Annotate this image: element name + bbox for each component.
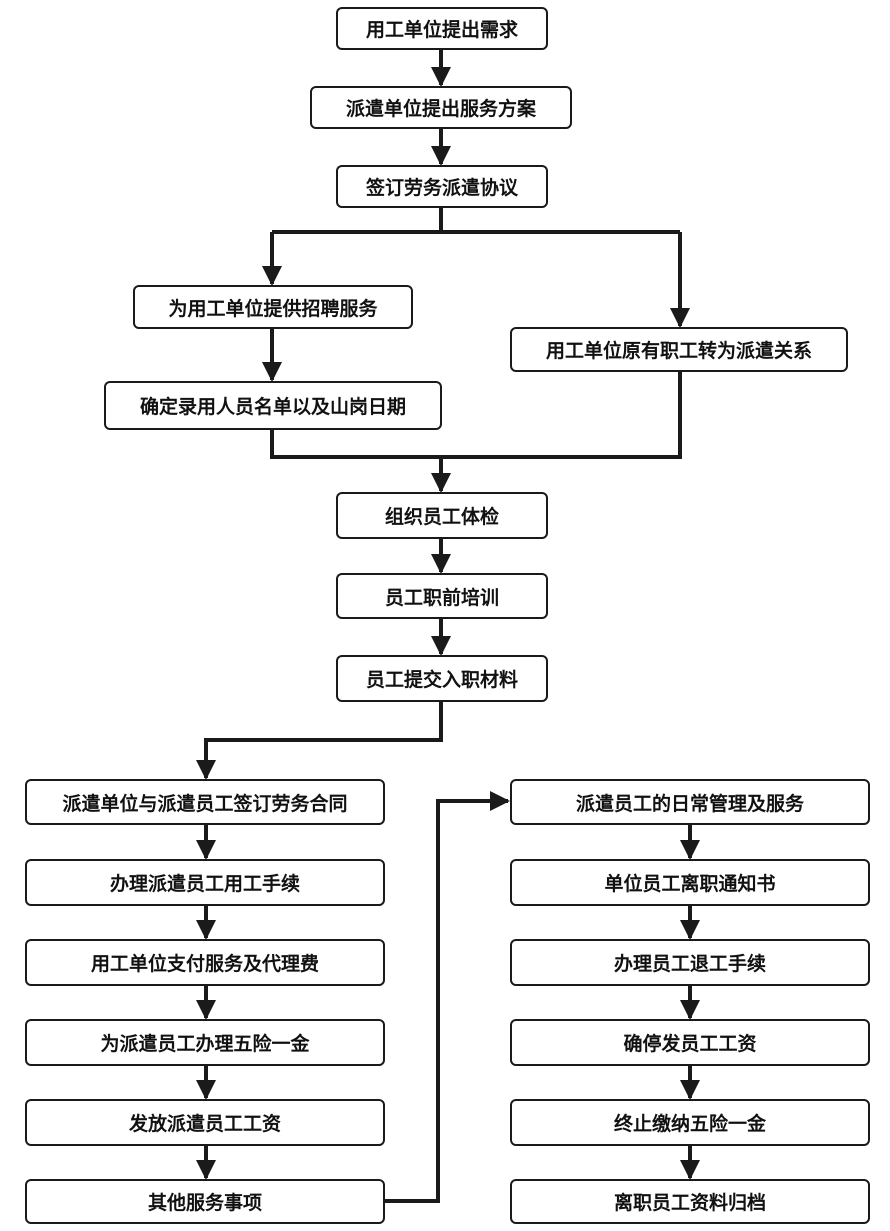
- step-pre-job-training: 员工职前培训: [336, 573, 548, 619]
- step-pay-service-fee: 用工单位支付服务及代理费: [25, 939, 385, 986]
- arrow-s9-l1: [196, 701, 443, 780]
- step-recruitment-service: 为用工单位提供招聘服务: [133, 285, 413, 329]
- step-confirm-hiring-list: 确定录用人员名单以及山岗日期: [104, 381, 442, 430]
- step-health-check: 组织员工体检: [336, 492, 548, 539]
- step-other-services: 其他服务事项: [25, 1179, 385, 1224]
- step-exit-procedures: 办理员工退工手续: [510, 939, 870, 986]
- step-sign-labor-contract: 派遣单位与派遣员工签订劳务合同: [25, 779, 385, 825]
- step-submit-onboarding-docs: 员工提交入职材料: [336, 655, 548, 702]
- step-convert-existing-staff: 用工单位原有职工转为派遣关系: [510, 327, 848, 372]
- arrow-l6-r1: [384, 791, 510, 1203]
- step-daily-management: 派遣员工的日常管理及服务: [510, 779, 870, 825]
- step-resignation-notice: 单位员工离职通知书: [510, 859, 870, 906]
- split-line: [272, 207, 680, 234]
- merge-line: [270, 371, 682, 459]
- step-pay-wages: 发放派遣员工工资: [25, 1099, 385, 1146]
- step-sign-agreement: 签订劳务派遣协议: [336, 165, 548, 208]
- step-social-insurance: 为派遣员工办理五险一金: [25, 1019, 385, 1066]
- step-service-plan: 派遣单位提出服务方案: [310, 86, 572, 129]
- step-archive-records: 离职员工资料归档: [510, 1179, 870, 1224]
- step-stop-wages: 确停发员工工资: [510, 1019, 870, 1066]
- step-raise-demand: 用工单位提出需求: [336, 7, 548, 50]
- step-stop-insurance: 终止缴纳五险一金: [510, 1099, 870, 1146]
- step-employment-procedures: 办理派遣员工用工手续: [25, 859, 385, 906]
